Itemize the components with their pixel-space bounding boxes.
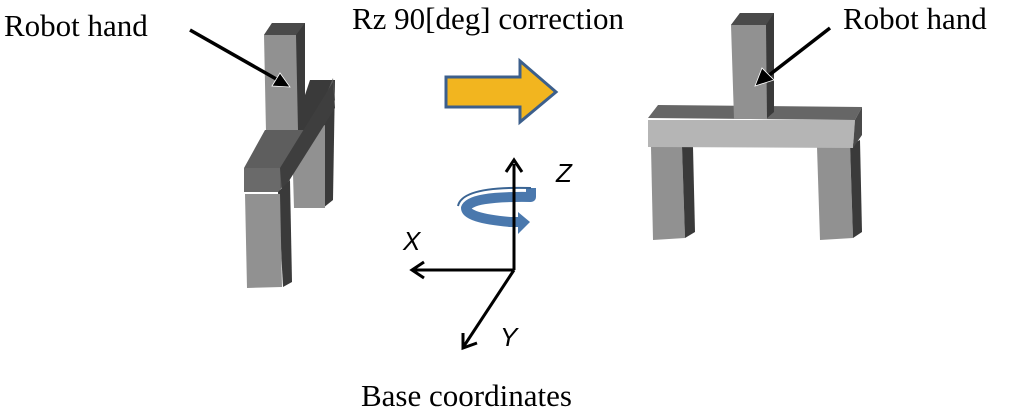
left-pointer-line (189, 28, 279, 82)
z-axis-arrowhead (504, 157, 524, 173)
right-top-finger-front (731, 25, 767, 119)
right-robot-hand (648, 13, 862, 240)
correction-label: Rz 90[deg] correction (352, 1, 624, 36)
correction-arrow-icon (444, 57, 559, 126)
left-bar-side (280, 82, 335, 192)
right-right-leg-side (850, 140, 862, 238)
rotation-arrowhead-icon (518, 212, 530, 234)
left-bar-top (244, 78, 335, 190)
left-front-finger-side (278, 180, 292, 287)
base-coordinates-label: Base coordinates (361, 378, 572, 413)
right-bar-side (853, 107, 862, 148)
z-axis-label: Z (556, 158, 572, 188)
right-bar-front (648, 120, 855, 148)
x-axis-label: X (403, 226, 421, 256)
right-left-leg-side (682, 147, 695, 238)
left-robot-hand (244, 23, 335, 288)
left-pointer-arrowhead (271, 72, 291, 88)
right-pointer-arrowhead (754, 67, 775, 87)
left-bar-front (244, 168, 280, 192)
y-axis-arrowhead (461, 333, 478, 351)
base-coordinate-axes (409, 157, 536, 351)
y-axis-label: Y (500, 322, 518, 352)
x-axis-arrowhead (409, 260, 425, 280)
y-axis-line (462, 269, 516, 347)
rotation-arrow-icon (461, 188, 536, 227)
rotation-arrow-edge (457, 186, 532, 207)
right-robot-hand-label: Robot hand (843, 1, 987, 36)
left-front-finger-front (245, 194, 282, 288)
left-top-finger-cap (264, 23, 305, 35)
right-left-leg-front (651, 147, 685, 240)
right-top-finger-cap (731, 13, 774, 25)
right-pointer-line (766, 26, 832, 78)
right-right-leg-front (817, 147, 853, 240)
left-robot-hand-label: Robot hand (4, 8, 148, 43)
